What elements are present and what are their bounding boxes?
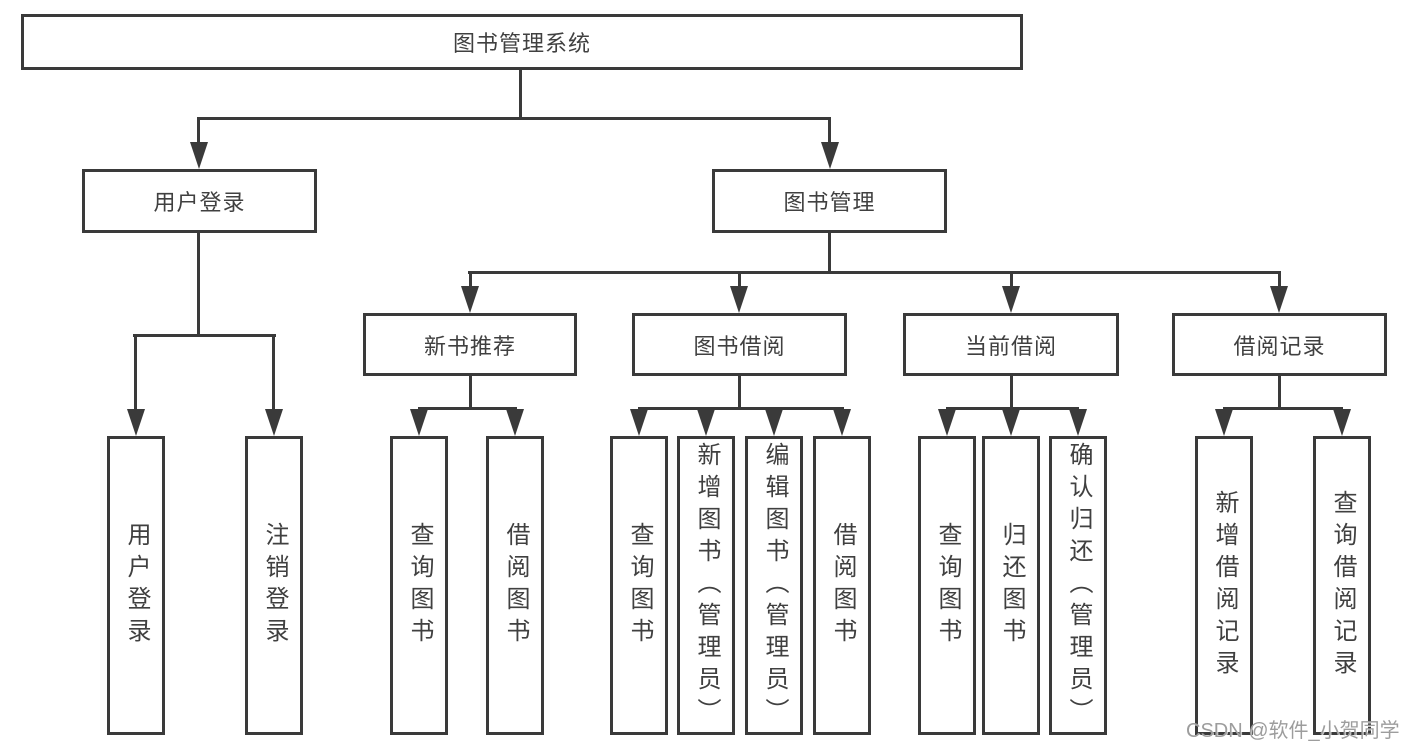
connector-line <box>134 334 137 412</box>
node-user-login: 用户登录 <box>82 169 317 233</box>
node-book-borrow: 图书借阅 <box>632 313 847 376</box>
connector-line <box>1278 271 1281 289</box>
arrow-down-icon <box>1270 286 1288 313</box>
leaf-query-books-borrow: 查询图书 <box>610 436 668 735</box>
connector-line <box>519 70 522 118</box>
arrow-down-icon <box>1215 409 1233 436</box>
node-book-management: 图书管理 <box>712 169 947 233</box>
connector-line <box>946 407 1079 410</box>
node-new-book-recommend: 新书推荐 <box>363 313 577 376</box>
arrow-down-icon <box>127 409 145 436</box>
watermark: CSDN @软件_小贺同学 <box>1186 720 1400 742</box>
arrow-down-icon <box>833 409 851 436</box>
connector-line <box>469 376 472 409</box>
node-current-borrow: 当前借阅 <box>903 313 1119 376</box>
leaf-query-books-recommend: 查询图书 <box>390 436 448 735</box>
connector-line <box>738 376 741 409</box>
connector-line <box>828 233 831 273</box>
leaf-add-books-admin: 新增图书（管理员） <box>677 436 735 735</box>
arrow-down-icon <box>730 286 748 313</box>
connector-line <box>197 117 831 120</box>
leaf-borrow-books-recommend: 借阅图书 <box>486 436 544 735</box>
node-root: 图书管理系统 <box>21 14 1023 70</box>
arrow-down-icon <box>821 142 839 169</box>
connector-line <box>738 271 741 289</box>
connector-line <box>272 334 275 412</box>
connector-line <box>828 117 831 145</box>
connector-line <box>1223 407 1343 410</box>
connector-line <box>638 407 844 410</box>
leaf-user-login: 用户登录 <box>107 436 165 735</box>
arrow-down-icon <box>1069 409 1087 436</box>
arrow-down-icon <box>630 409 648 436</box>
connector-line <box>1010 271 1013 289</box>
leaf-return-books: 归还图书 <box>982 436 1040 735</box>
connector-line <box>1278 376 1281 409</box>
leaf-borrow-books: 借阅图书 <box>813 436 871 735</box>
arrow-down-icon <box>190 142 208 169</box>
leaf-query-borrow-record: 查询借阅记录 <box>1313 436 1371 735</box>
connector-line <box>418 407 517 410</box>
arrow-down-icon <box>1002 286 1020 313</box>
leaf-add-borrow-record: 新增借阅记录 <box>1195 436 1253 735</box>
connector-line <box>133 334 276 337</box>
connector-line <box>1010 376 1013 409</box>
leaf-edit-books-admin: 编辑图书（管理员） <box>745 436 803 735</box>
arrow-down-icon <box>461 286 479 313</box>
connector-line <box>468 271 1281 274</box>
connector-line <box>469 271 472 289</box>
arrow-down-icon <box>765 409 783 436</box>
arrow-down-icon <box>265 409 283 436</box>
leaf-query-books-current: 查询图书 <box>918 436 976 735</box>
connector-line <box>197 233 200 336</box>
connector-line <box>197 117 200 145</box>
leaf-logout: 注销登录 <box>245 436 303 735</box>
arrow-down-icon <box>410 409 428 436</box>
arrow-down-icon <box>938 409 956 436</box>
arrow-down-icon <box>506 409 524 436</box>
node-borrow-records: 借阅记录 <box>1172 313 1387 376</box>
arrow-down-icon <box>1333 409 1351 436</box>
arrow-down-icon <box>697 409 715 436</box>
leaf-confirm-return-admin: 确认归还（管理员） <box>1049 436 1107 735</box>
arrow-down-icon <box>1002 409 1020 436</box>
